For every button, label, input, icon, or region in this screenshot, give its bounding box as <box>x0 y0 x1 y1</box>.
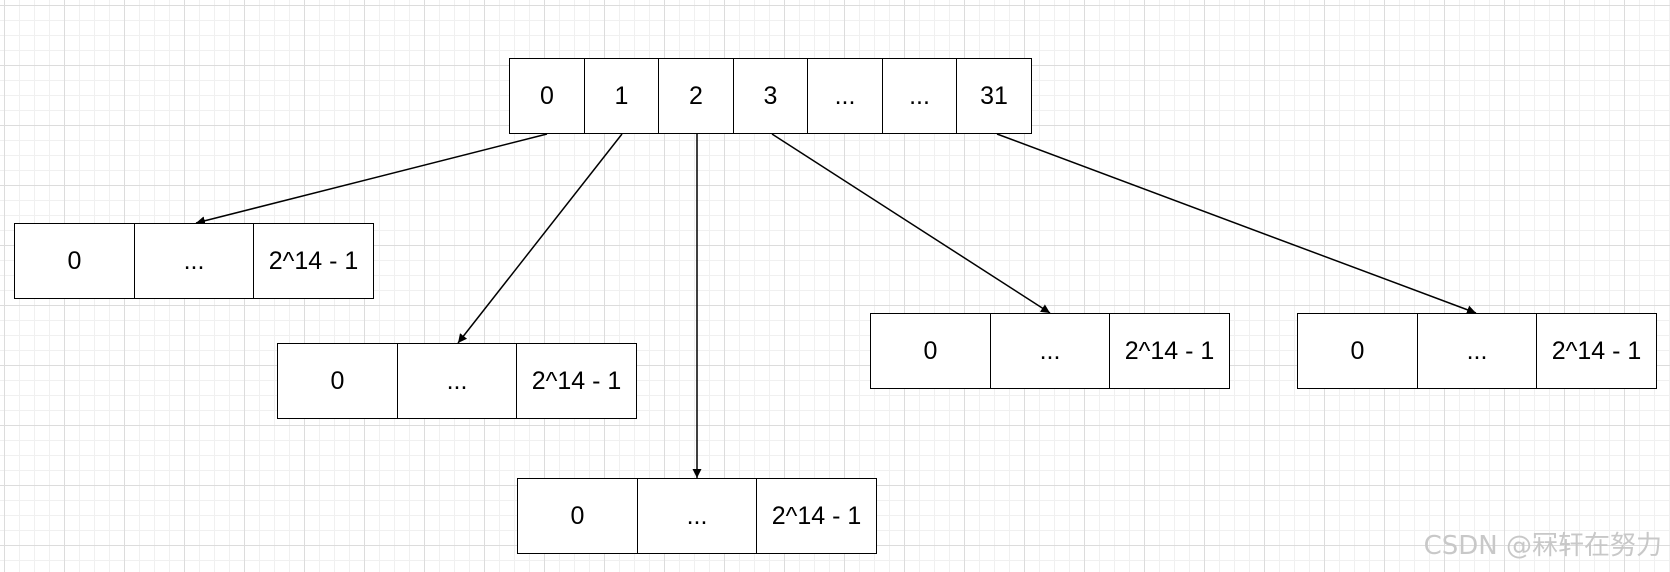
top-array-cell: ... <box>881 58 958 134</box>
sub-array: 0 ... 2^14 - 1 <box>277 343 637 419</box>
arrow-3-to-sub-4 <box>771 133 1051 314</box>
sub-array-cell: 2^14 - 1 <box>756 478 877 554</box>
sub-array-cell: 2^14 - 1 <box>253 223 374 299</box>
arrow-1-to-sub-2 <box>457 133 623 344</box>
top-array-cell: 31 <box>956 58 1032 134</box>
sub-array-cell: ... <box>133 223 255 299</box>
sub-array: 0 ... 2^14 - 1 <box>14 223 374 299</box>
arrow-0-to-sub-1 <box>195 133 548 226</box>
sub-array-cell: 2^14 - 1 <box>1536 313 1657 389</box>
sub-array-cell: ... <box>636 478 758 554</box>
sub-array: 0 ... 2^14 - 1 <box>870 313 1230 389</box>
sub-array-cell: 2^14 - 1 <box>1109 313 1230 389</box>
top-array-cell: 2 <box>658 58 734 134</box>
sub-array-cell: 0 <box>14 223 135 299</box>
sub-array-cell: ... <box>396 343 518 419</box>
top-level-array: 0 1 2 3 ... ... 31 <box>509 58 1032 134</box>
top-array-cell: ... <box>807 58 883 134</box>
sub-array-cell: ... <box>1416 313 1538 389</box>
top-array-cell: 3 <box>732 58 809 134</box>
top-array-cell: 0 <box>509 58 585 134</box>
sub-array-cell: 0 <box>870 313 991 389</box>
top-array-cell: 1 <box>583 58 660 134</box>
watermark: CSDN @冧轩在努力 <box>1423 531 1662 561</box>
sub-array-cell: 0 <box>1297 313 1418 389</box>
sub-array-cell: ... <box>989 313 1111 389</box>
arrow-31-to-sub-5 <box>996 133 1477 315</box>
sub-array-cell: 2^14 - 1 <box>516 343 637 419</box>
sub-array: 0 ... 2^14 - 1 <box>517 478 877 554</box>
sub-array: 0 ... 2^14 - 1 <box>1297 313 1657 389</box>
sub-array-cell: 0 <box>517 478 638 554</box>
sub-array-cell: 0 <box>277 343 398 419</box>
